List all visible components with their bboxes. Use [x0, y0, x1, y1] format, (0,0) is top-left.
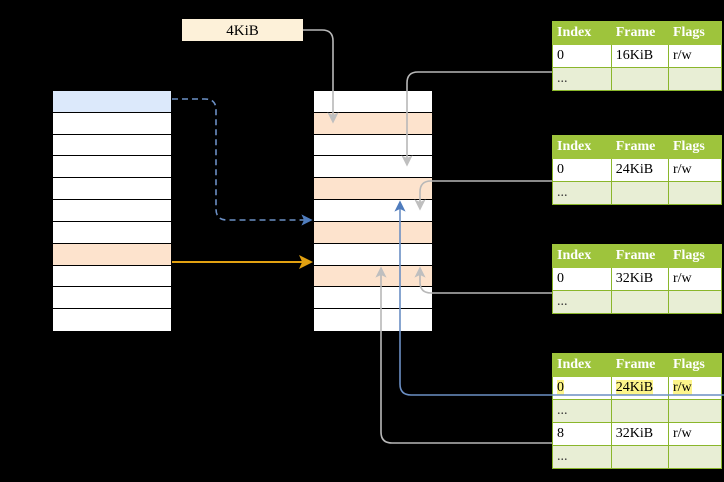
entry-table-4-cell-index: ... [552, 445, 612, 469]
page-directory-entry-row-3 [53, 156, 171, 179]
connector-entry-table-3-to-page-table [414, 266, 552, 294]
entry-table-4-cell-flags [667, 445, 723, 469]
page-directory-entry-row-1 [53, 112, 171, 135]
page-table-entry-row-2 [314, 134, 432, 157]
page-directory-entry-row-4 [53, 178, 171, 201]
page-table-entry-row-1 [314, 112, 432, 135]
entry-table-4-cell-flags: r/w [667, 422, 723, 446]
page-table-entry-row-0 [314, 91, 432, 113]
page-table-entry-row-8 [314, 265, 432, 288]
page-directory-entry-row-5 [53, 200, 171, 222]
entry-table-3-header-frame: Frame [610, 244, 669, 268]
size-label-text: 4KiB [226, 23, 259, 39]
page-directory-entry-row-0 [53, 91, 171, 113]
entry-table-1-header-index: Index [552, 21, 612, 45]
entry-table-1-cell-flags: r/w [667, 44, 723, 68]
entry-table-2-cell-flags [667, 181, 723, 205]
entry-table-1-cell-frame: 16KiB [610, 44, 669, 68]
page-table-entry-row-6 [314, 221, 432, 244]
entry-table-1-cell-frame [610, 67, 669, 91]
page-directory-column [52, 90, 172, 331]
entry-table-4-cell-index: ... [552, 399, 612, 423]
entry-table-3-cell-index: 0 [552, 267, 612, 291]
page-table-entry-row-3 [314, 156, 432, 179]
entry-table-3-cell-frame [610, 290, 669, 314]
entry-table-1-header-frame: Frame [610, 21, 669, 45]
entry-table-4-row: ... [552, 445, 723, 469]
page-table-entry-row-10 [314, 309, 432, 331]
page-table-column [313, 90, 433, 331]
entry-table-4-cell-flags [667, 399, 723, 423]
entry-table-4-cell-frame: 24KiB [610, 376, 669, 400]
entry-table-3-header-index: Index [552, 244, 612, 268]
entry-table-4-cell-frame: 32KiB [610, 422, 669, 446]
entry-table-1-cell-flags [667, 67, 723, 91]
page-directory-entry-row-8 [53, 265, 171, 288]
entry-table-4-header-index: Index [552, 353, 612, 377]
entry-table-4-cell-frame [610, 445, 669, 469]
entry-table-4-header-frame: Frame [610, 353, 669, 377]
entry-table-4-cell-index: 0 [552, 376, 612, 400]
entry-table-2-cell-index: 0 [552, 158, 612, 182]
entry-table-2-cell-frame [610, 181, 669, 205]
entry-table-2-header-index: Index [552, 135, 612, 159]
entry-table-4-cell-flags: r/w [667, 376, 723, 400]
entry-table-4-cell-index: 8 [552, 422, 612, 446]
page-table-entry-row-5 [314, 200, 432, 222]
entry-table-4-header-flags: Flags [667, 353, 723, 377]
connector-page-directory-to-page-table [172, 98, 313, 226]
entry-table-3-cell-flags: r/w [667, 267, 723, 291]
page-table-entry-row-9 [314, 287, 432, 310]
page-directory-entry-row-7 [53, 243, 171, 266]
entry-table-2-cell-frame: 24KiB [610, 158, 669, 182]
entry-table-4-cell-frame [610, 399, 669, 423]
entry-table-2-row: ... [552, 181, 723, 205]
entry-table-1-cell-index: ... [552, 67, 612, 91]
entry-table-2-cell-flags: r/w [667, 158, 723, 182]
entry-table-3-cell-frame: 32KiB [610, 267, 669, 291]
connector-entry-table-2-to-page-table [414, 180, 552, 211]
page-directory-entry-row-9 [53, 287, 171, 310]
entry-table-1-header-flags: Flags [667, 21, 723, 45]
entry-table-2-header-flags: Flags [667, 135, 723, 159]
page-directory-entry-row-10 [53, 309, 171, 331]
entry-table-3-cell-flags [667, 290, 723, 314]
entry-table-2-header-frame: Frame [610, 135, 669, 159]
entry-table-3-row: ... [552, 290, 723, 314]
entry-table-4-row: ... [552, 399, 723, 423]
page-directory-entry-row-2 [53, 134, 171, 157]
entry-table-3-cell-index: ... [552, 290, 612, 314]
page-directory-entry-row-6 [53, 221, 171, 244]
entry-table-1-cell-index: 0 [552, 44, 612, 68]
page-table-entry-row-4 [314, 178, 432, 201]
page-table-entry-row-7 [314, 243, 432, 266]
entry-table-3-header-flags: Flags [667, 244, 723, 268]
size-label-4kib: 4KiB [182, 19, 303, 41]
entry-table-2-cell-index: ... [552, 181, 612, 205]
entry-table-1-row: ... [552, 67, 723, 91]
